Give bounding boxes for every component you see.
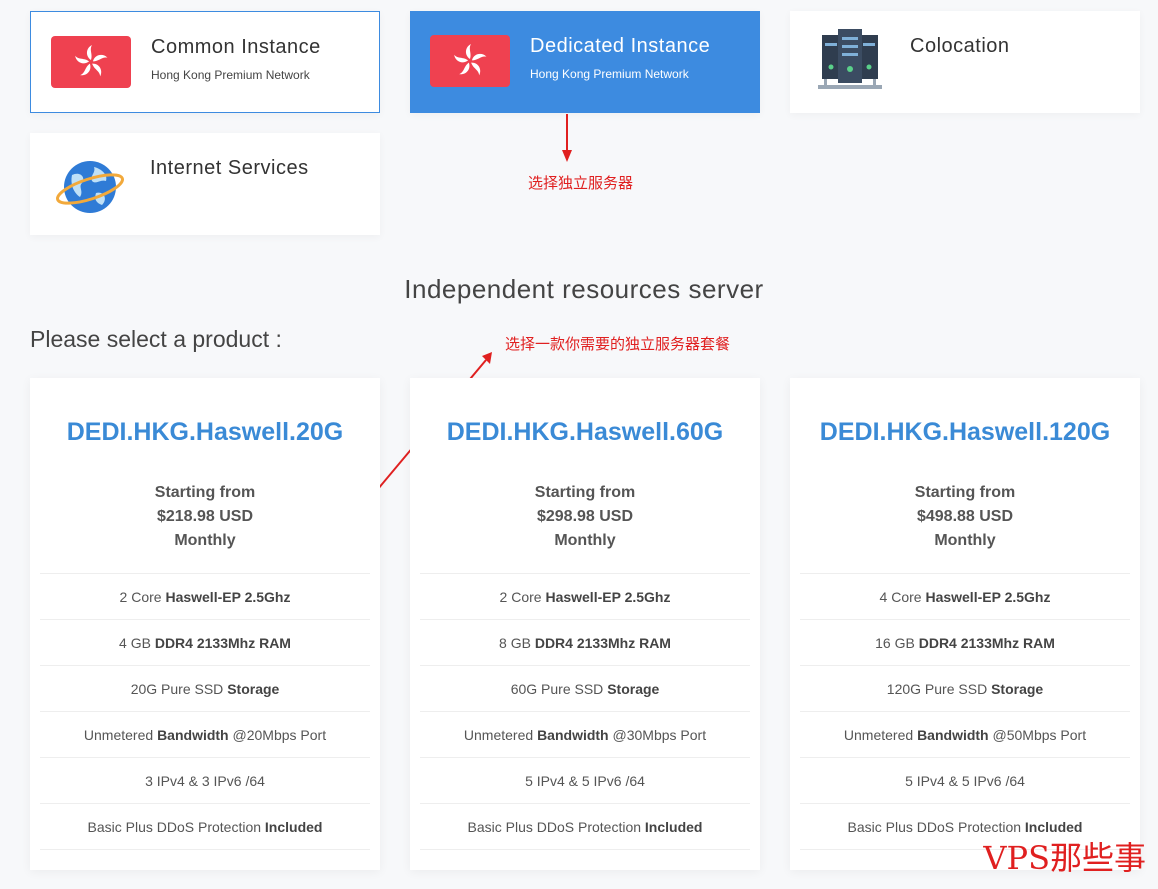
price-label: Starting from xyxy=(154,484,256,501)
category-title: Internet Services xyxy=(150,157,309,179)
arrow-head xyxy=(482,352,492,364)
category-title: Common Instance xyxy=(151,36,321,58)
spec-cpu: 4 Core Haswell-EP 2.5Ghz xyxy=(800,574,1130,620)
category-subtitle: Hong Kong Premium Network xyxy=(151,68,310,82)
spec-ddos: Basic Plus DDoS Protection Included xyxy=(800,804,1130,850)
spec-storage: 20G Pure SSD Storage xyxy=(40,666,370,712)
spec-bandwidth: Unmetered Bandwidth @20Mbps Port xyxy=(40,712,370,758)
spec-list: 4 Core Haswell-EP 2.5Ghz 16 GB DDR4 2133… xyxy=(800,573,1130,850)
section-title: Independent resources server xyxy=(404,274,764,304)
price-value: $498.88 USD xyxy=(916,508,1014,525)
spec-bandwidth: Unmetered Bandwidth @30Mbps Port xyxy=(420,712,750,758)
product-price: Starting from $218.98 USD Monthly xyxy=(30,481,380,553)
price-period: Monthly xyxy=(934,532,996,549)
hk-flag-icon xyxy=(430,35,510,87)
product-name[interactable]: DEDI.HKG.Haswell.60G xyxy=(446,418,724,446)
spec-ram: 16 GB DDR4 2133Mhz RAM xyxy=(800,620,1130,666)
spec-ddos: Basic Plus DDoS Protection Included xyxy=(420,804,750,850)
spec-cpu: 2 Core Haswell-EP 2.5Ghz xyxy=(40,574,370,620)
spec-ip: 5 IPv4 & 5 IPv6 /64 xyxy=(420,758,750,804)
spec-ip: 3 IPv4 & 3 IPv6 /64 xyxy=(40,758,370,804)
category-title: Colocation xyxy=(910,35,1010,57)
category-dedicated-instance[interactable]: Dedicated Instance Hong Kong Premium Net… xyxy=(410,11,760,113)
category-colocation[interactable]: Colocation xyxy=(790,11,1140,113)
price-period: Monthly xyxy=(174,532,236,549)
spec-ip: 5 IPv4 & 5 IPv6 /64 xyxy=(800,758,1130,804)
price-period: Monthly xyxy=(554,532,616,549)
product-card[interactable]: DEDI.HKG.Haswell.60G Starting from $298.… xyxy=(410,378,760,870)
spec-bandwidth: Unmetered Bandwidth @50Mbps Port xyxy=(800,712,1130,758)
price-label: Starting from xyxy=(534,484,636,501)
product-name[interactable]: DEDI.HKG.Haswell.20G xyxy=(66,418,344,446)
category-title: Dedicated Instance xyxy=(530,35,711,57)
spec-storage: 120G Pure SSD Storage xyxy=(800,666,1130,712)
spec-list: 2 Core Haswell-EP 2.5Ghz 4 GB DDR4 2133M… xyxy=(40,573,370,850)
spec-ram: 4 GB DDR4 2133Mhz RAM xyxy=(40,620,370,666)
product-card[interactable]: DEDI.HKG.Haswell.120G Starting from $498… xyxy=(790,378,1140,870)
hk-flag-icon xyxy=(51,36,131,88)
product-price: Starting from $298.98 USD Monthly xyxy=(410,481,760,553)
server-rack-icon xyxy=(810,29,890,89)
arrow-head xyxy=(562,150,572,162)
product-name[interactable]: DEDI.HKG.Haswell.120G xyxy=(819,418,1111,446)
spec-storage: 60G Pure SSD Storage xyxy=(420,666,750,712)
product-card[interactable]: DEDI.HKG.Haswell.20G Starting from $218.… xyxy=(30,378,380,870)
spec-ram: 8 GB DDR4 2133Mhz RAM xyxy=(420,620,750,666)
category-common-instance[interactable]: Common Instance Hong Kong Premium Networ… xyxy=(30,11,380,113)
price-value: $218.98 USD xyxy=(156,508,254,525)
category-subtitle: Hong Kong Premium Network xyxy=(530,67,689,81)
annotation-select-package: 选择一款你需要的独立服务器套餐 xyxy=(505,335,731,353)
product-price: Starting from $498.88 USD Monthly xyxy=(790,481,1140,553)
annotation-select-dedicated: 选择独立服务器 xyxy=(528,174,634,192)
price-label: Starting from xyxy=(914,484,1016,501)
spec-cpu: 2 Core Haswell-EP 2.5Ghz xyxy=(420,574,750,620)
globe-icon xyxy=(50,157,130,213)
price-value: $298.98 USD xyxy=(536,508,634,525)
category-internet-services[interactable]: Internet Services xyxy=(30,133,380,235)
spec-ddos: Basic Plus DDoS Protection Included xyxy=(40,804,370,850)
select-product-label: Please select a product : xyxy=(30,326,282,352)
spec-list: 2 Core Haswell-EP 2.5Ghz 8 GB DDR4 2133M… xyxy=(420,573,750,850)
watermark: VPS那些事 xyxy=(983,839,1146,877)
